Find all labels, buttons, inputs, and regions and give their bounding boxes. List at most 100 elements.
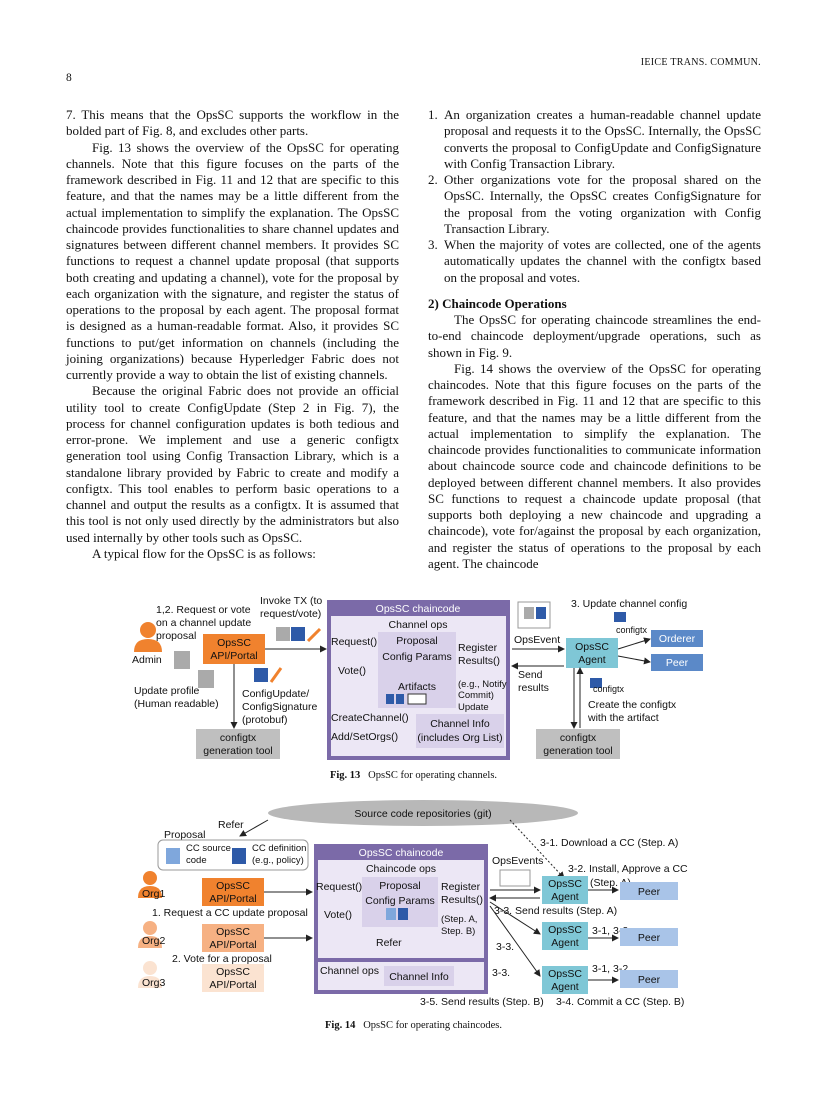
caption-text: OpsSC for operating chaincodes.	[363, 1020, 503, 1031]
gentool-label: configtx	[560, 732, 597, 744]
paragraph: Because the original Fabric does not pro…	[66, 383, 399, 545]
cc-definition-label: CC definition	[252, 843, 306, 854]
configtx-generation-tool-left	[196, 729, 280, 759]
peer-label: Peer	[638, 932, 661, 944]
create-channel-function: CreateChannel()	[331, 712, 409, 724]
install-label: 3-2. Install, Approve a CC	[568, 863, 688, 875]
peer-label: Peer	[638, 886, 661, 898]
page-number: 8	[66, 72, 72, 84]
request-function: Request()	[316, 881, 362, 893]
portal-label: API/Portal	[209, 893, 256, 905]
update-channel-config-label: 3. Update channel config	[571, 598, 687, 610]
document-icon	[174, 651, 190, 669]
invoke-tx-label: request/vote)	[260, 608, 321, 620]
pen-icon	[269, 667, 283, 683]
portal-label: OpsSC	[216, 926, 250, 938]
send-results-label: Send	[518, 669, 543, 681]
peer-box	[651, 654, 703, 671]
agent-label: Agent	[551, 891, 579, 903]
peer-box	[620, 882, 678, 900]
agent-label: Agent	[551, 937, 579, 949]
update-profile-label: (Human readable)	[134, 698, 219, 710]
portal-label: OpsSC	[216, 880, 250, 892]
agent-label: OpsSC	[548, 968, 582, 980]
org2-person-icon	[138, 921, 162, 948]
org3-label: Org3	[142, 977, 166, 989]
channel-info-label: Channel Info	[389, 971, 449, 983]
step-label: 3-3.	[496, 941, 514, 953]
paragraph: A typical flow for the OpsSC is as follo…	[92, 545, 316, 561]
step-text: Other organizations vote for the proposa…	[444, 172, 761, 236]
right-column: 1.An organization creates a human-readab…	[428, 107, 761, 572]
configtx-label: configtx	[593, 684, 625, 694]
source-repo-cloud	[268, 800, 578, 826]
channel-ops-label: Channel ops	[389, 619, 448, 631]
configtx-generation-tool-right	[536, 729, 620, 759]
chaincode-ops-label: Chaincode ops	[366, 863, 436, 875]
org1-portal	[202, 878, 264, 906]
figure-13: 1,2. Request or vote on a channel update…	[128, 594, 718, 764]
send-results-label: 3-3. Send results (Step. A)	[494, 905, 617, 917]
admin-label: Admin	[132, 654, 162, 666]
refer-label: Refer	[218, 819, 244, 831]
download-label: 3-1. Download a CC (Step. A)	[540, 837, 678, 849]
document-icon	[198, 670, 214, 688]
agent-label: OpsSC	[575, 641, 609, 653]
source-code-icon	[166, 848, 180, 864]
orderer-box	[651, 630, 703, 647]
register-function: Results()	[458, 655, 500, 667]
vote-function: Vote()	[324, 909, 352, 921]
org1-person-icon	[138, 871, 162, 898]
step-text: When the majority of votes are collected…	[444, 237, 761, 285]
proposal-label: Proposal	[379, 880, 420, 892]
commit-label: 3-4. Commit a CC (Step. B)	[556, 996, 684, 1008]
register-function: Register	[441, 881, 481, 893]
pen-icon	[306, 627, 322, 643]
portal-label: API/Portal	[209, 939, 256, 951]
update-profile-label: Update profile	[134, 685, 200, 697]
step-number: 2.	[428, 172, 438, 187]
org3-portal	[202, 964, 264, 992]
org2-label: Org2	[142, 935, 166, 947]
agent-label: OpsSC	[548, 878, 582, 890]
opssc-agent-3	[542, 966, 588, 994]
proposal-label: Proposal	[396, 635, 437, 647]
request-vote-label: 1,2. Request or vote	[156, 604, 251, 616]
notify-label: Commit)	[458, 690, 494, 701]
configupdate-label: ConfigUpdate/	[242, 688, 309, 700]
configupdate-label: ConfigSignature	[242, 701, 317, 713]
caption-label: Fig. 13	[329, 770, 361, 781]
cc-definition-label: (e.g., policy)	[252, 855, 304, 866]
refer-label: Refer	[376, 937, 402, 949]
flow-step: 2. Other organizations vote for the propo…	[428, 172, 761, 237]
admin-person-icon	[134, 622, 162, 652]
peer-box	[620, 928, 678, 946]
request-vote-label: proposal	[156, 630, 196, 642]
section-title: 2) Chaincode Operations	[428, 295, 567, 311]
paragraph: The OpsSC for operating chaincode stream…	[428, 312, 761, 360]
vote-proposal-label: 2. Vote for a proposal	[172, 953, 272, 965]
orderer-label: Orderer	[659, 633, 696, 645]
artifacts-label: Artifacts	[398, 681, 436, 693]
caption-text: OpsSC for operating channels.	[368, 770, 498, 781]
channel-info-box	[416, 714, 504, 748]
portal-label: API/Portal	[209, 979, 256, 991]
definition-icon	[232, 848, 246, 864]
channel-info-label: (includes Org List)	[417, 732, 502, 744]
agent-label: Agent	[551, 981, 579, 993]
opssc-agent-box	[566, 638, 618, 668]
flow-steps: 1.An organization creates a human-readab…	[428, 107, 761, 286]
gentool-label: configtx	[220, 732, 257, 744]
figure-14: Source code repositories (git) Refer Pro…	[128, 798, 718, 1013]
configtx-label: configtx	[616, 625, 648, 635]
org2-portal	[202, 924, 264, 952]
opssc-portal-box	[203, 634, 265, 664]
peer-label: Peer	[638, 974, 661, 986]
config-params-label: Config Params	[382, 651, 451, 663]
step-label: 3-3.	[492, 967, 510, 979]
portal-label: API/Portal	[210, 650, 257, 662]
caption-label: Fig. 14	[324, 1020, 356, 1031]
left-column: 7. This means that the OpsSC supports th…	[66, 107, 399, 562]
request-function: Request()	[331, 636, 377, 648]
proposal-box	[378, 632, 456, 678]
